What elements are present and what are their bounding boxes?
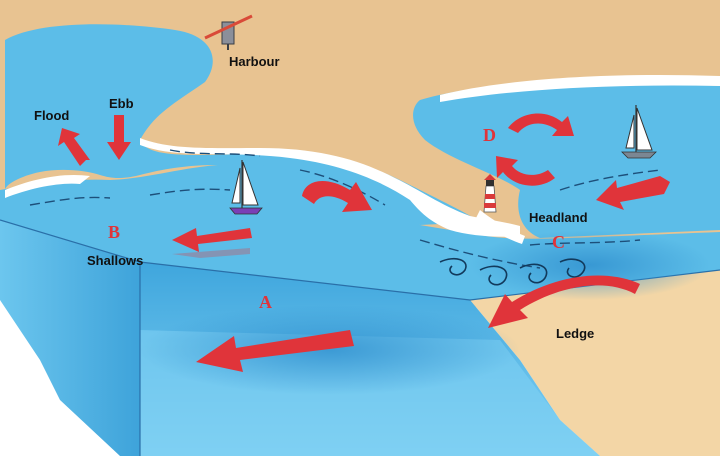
shallows-arrow-shadow (172, 248, 250, 258)
zone-a-label: A (259, 292, 272, 312)
zone-c-label: C (552, 232, 565, 252)
flood-label: Flood (34, 108, 69, 123)
headland-arrow-icon (596, 176, 670, 210)
ledge-label: Ledge (556, 326, 594, 341)
current-arrows (58, 113, 670, 372)
lighthouse-icon (483, 174, 497, 213)
headland-label: Headland (529, 210, 588, 225)
rip-swirls (439, 258, 586, 286)
foam-harbour-edge (5, 174, 90, 198)
crane-icon (204, 14, 253, 50)
rotation-arrow-icon-1 (508, 113, 574, 136)
rip-current-arrow-icon (488, 275, 640, 328)
main-current-arrow-icon (196, 330, 354, 372)
curved-arrow-icon (302, 181, 372, 212)
deep-channel (140, 305, 520, 395)
zone-b-label: B (108, 222, 120, 242)
shallows-label: Shallows (87, 253, 143, 268)
deep-channel-2 (470, 230, 710, 300)
foam-headland-bay (440, 74, 720, 102)
zone-d-label: D (483, 125, 496, 145)
foam-headland-tip (476, 210, 525, 244)
sailboat-icon (229, 160, 263, 215)
wave-lines (29, 149, 661, 269)
ebb-label: Ebb (109, 96, 134, 111)
harbour-label: Harbour (229, 54, 280, 69)
flood-arrow-icon (58, 128, 90, 166)
rotation-arrow-icon-2 (496, 156, 555, 186)
foam-shore-left (140, 138, 520, 237)
block-side (0, 220, 140, 456)
seabed-sand (470, 270, 720, 456)
shallows-arrow-icon (172, 228, 252, 252)
headland-bay (413, 80, 720, 238)
ebb-arrow-icon (107, 115, 131, 160)
sailboat-icon-2 (621, 105, 657, 159)
